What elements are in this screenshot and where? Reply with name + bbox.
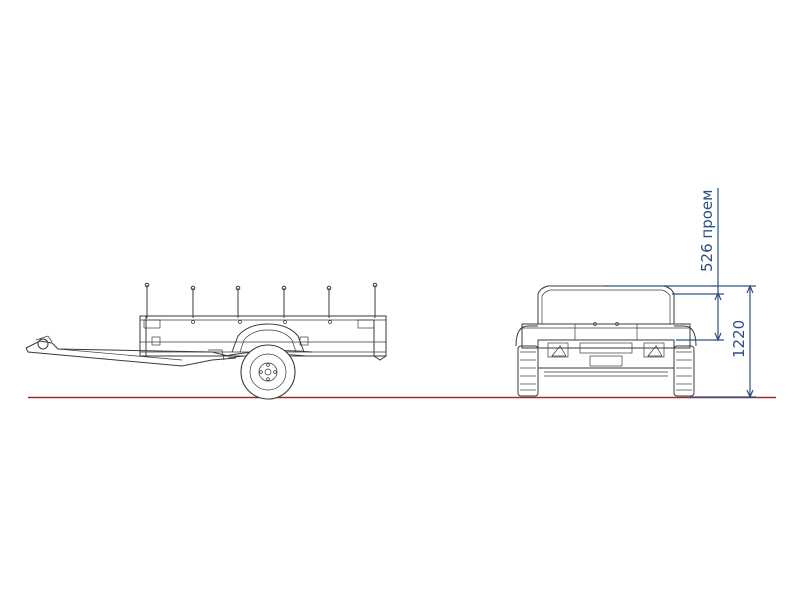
tarp-frame <box>537 285 675 324</box>
wheel-fender <box>231 323 305 353</box>
opening-dimension: 526 проем <box>604 188 756 342</box>
height-dimension: 1220 <box>690 284 756 399</box>
opening-dimension-label: 526 проем <box>698 190 716 272</box>
rear-view <box>515 285 697 397</box>
rear-body <box>521 322 691 377</box>
tow-hitch <box>25 335 237 367</box>
height-dimension-label: 1220 <box>730 320 748 358</box>
tarp-stakes <box>144 282 378 318</box>
side-wheel <box>240 344 296 400</box>
rear-left-wheel <box>515 325 539 397</box>
side-view <box>25 282 387 400</box>
rear-right-wheel <box>673 325 697 397</box>
